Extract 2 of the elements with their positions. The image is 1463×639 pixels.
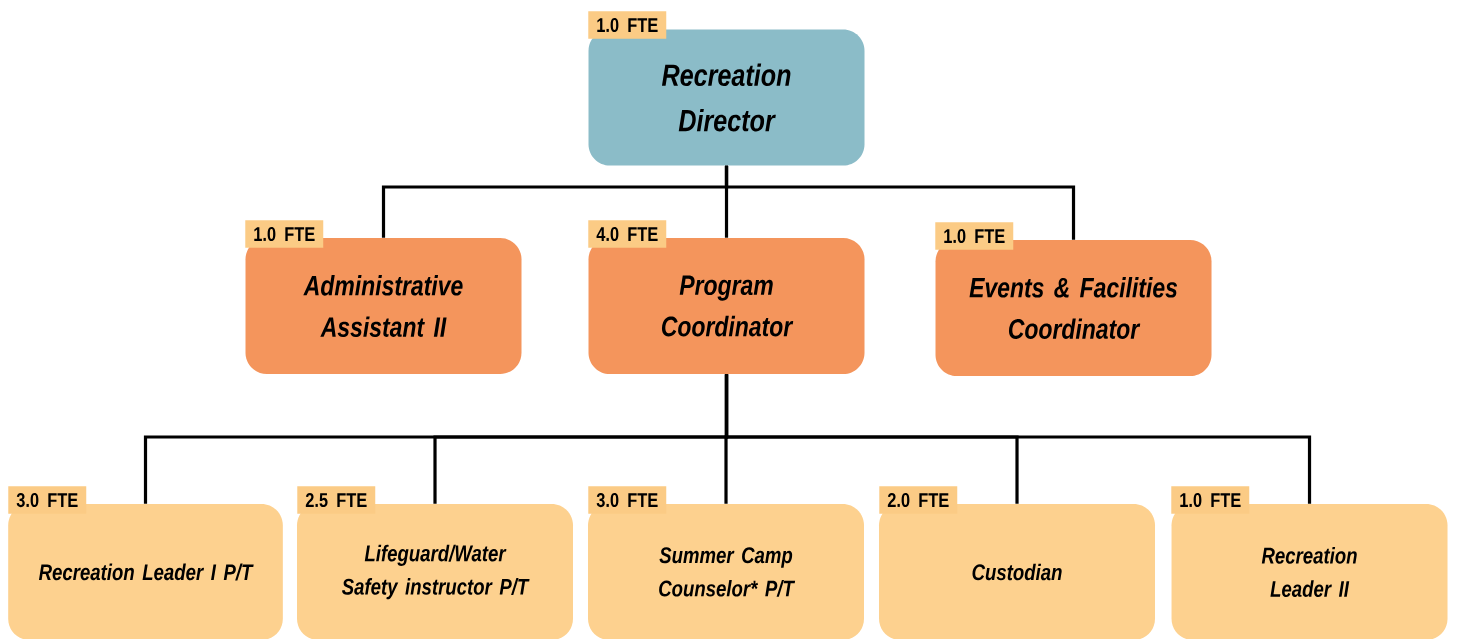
connector-line	[724, 374, 1312, 504]
connector-line	[724, 165, 1076, 240]
